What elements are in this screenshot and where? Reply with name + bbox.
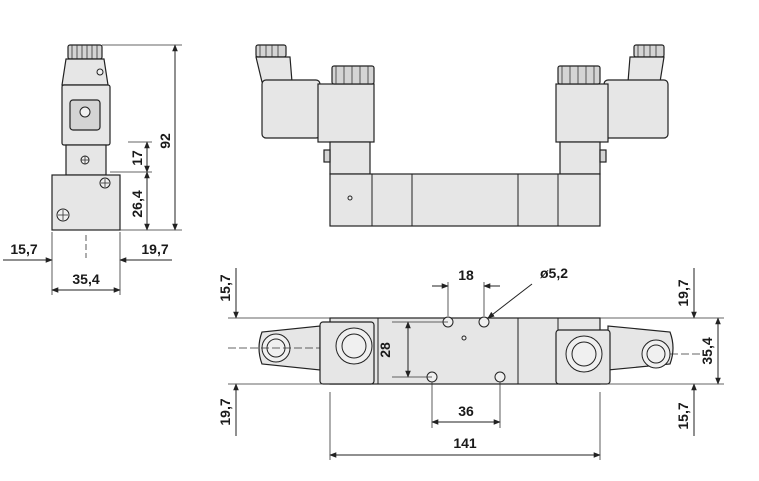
dim-35-4-side: 35,4 — [72, 271, 99, 287]
dim-26-4: 26,4 — [129, 190, 145, 217]
dim-15-7-top-left: 15,7 — [217, 274, 233, 301]
dim-15-7-top-right: 15,7 — [675, 402, 691, 429]
dim-28: 28 — [377, 342, 393, 358]
dim-92: 92 — [157, 133, 173, 149]
dim-36: 36 — [458, 403, 474, 419]
dim-35-4-top-right: 35,4 — [699, 337, 715, 364]
dim-15-7-side: 15,7 — [10, 241, 37, 257]
side-view: 92 17 26,4 35,4 15,7 19,7 — [3, 44, 182, 295]
dim-18: 18 — [458, 267, 474, 283]
dim-141: 141 — [453, 435, 477, 451]
dim-hole-diameter: ø5,2 — [540, 265, 568, 281]
dim-19-7-top-left: 19,7 — [217, 398, 233, 425]
dim-19-7-top-right: 19,7 — [675, 279, 691, 306]
dim-17: 17 — [129, 150, 145, 166]
front-view — [255, 44, 669, 227]
dim-19-7-side: 19,7 — [141, 241, 168, 257]
top-view: 18 ø5,2 28 36 141 15,7 19,7 19,7 35,4 — [217, 265, 724, 460]
